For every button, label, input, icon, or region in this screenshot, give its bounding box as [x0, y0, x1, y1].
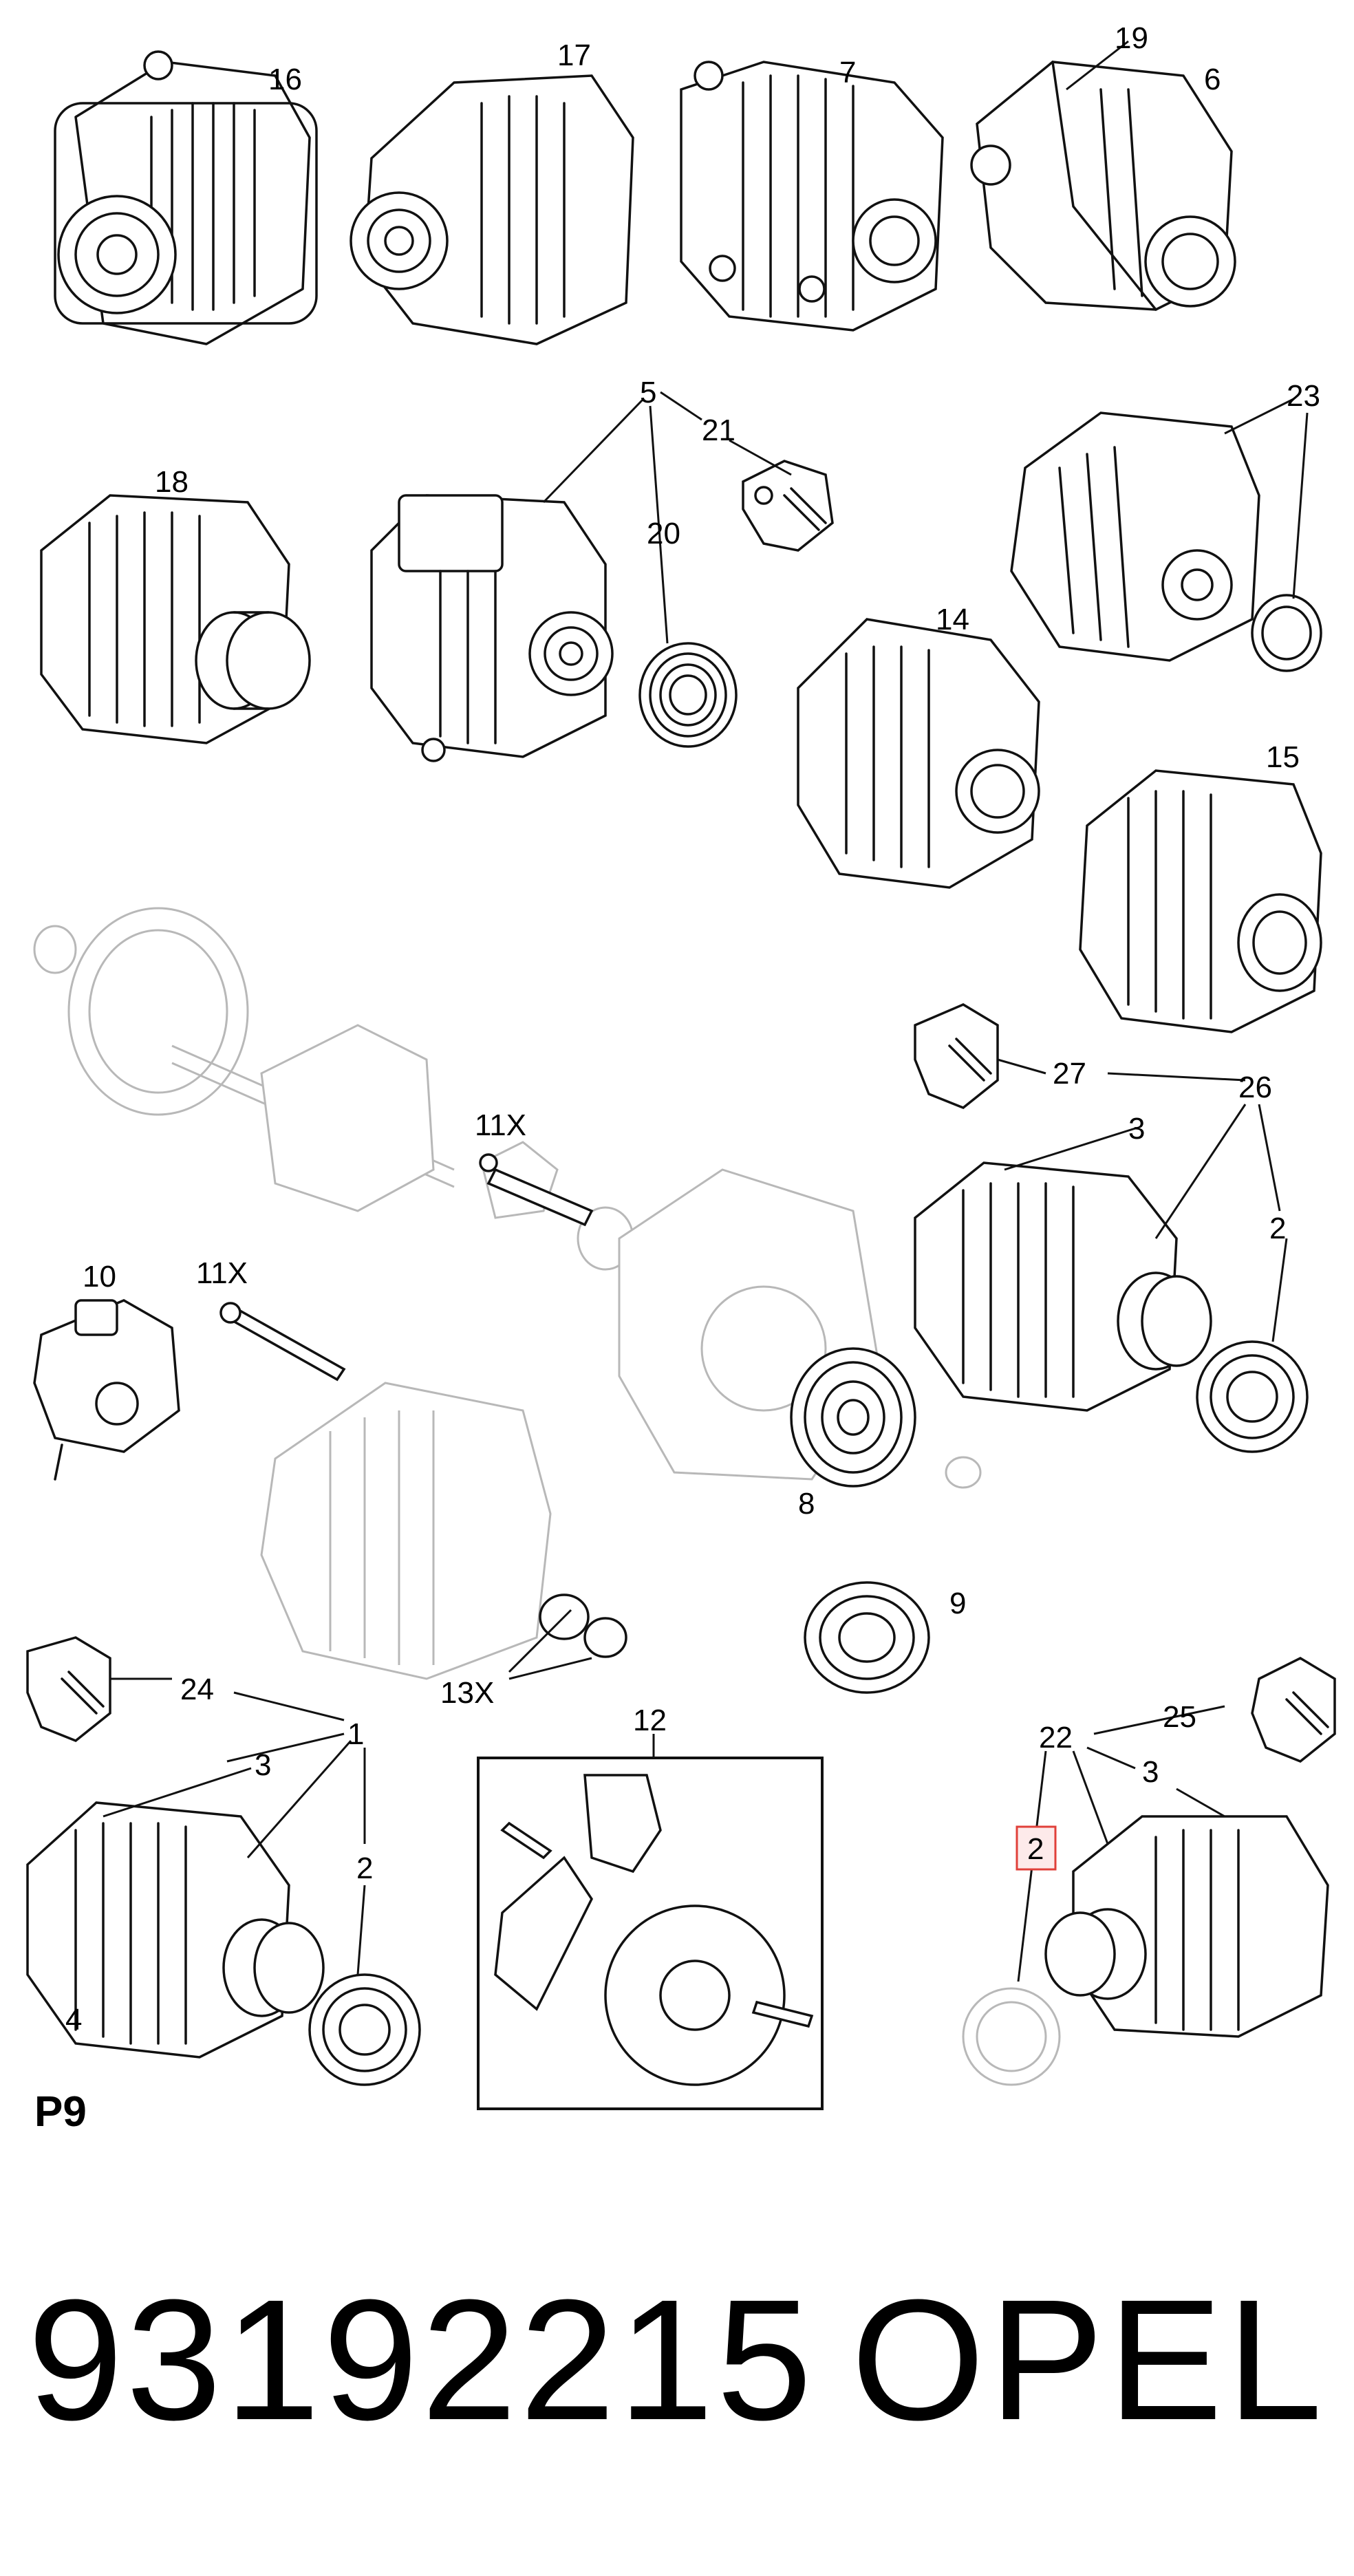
- callout-20: 20: [647, 517, 680, 550]
- callout-labels: 16 17 7 19 6 5 21 23 18 20 14 15 27 26 3…: [34, 21, 1320, 2136]
- pulley-2-upper: [1196, 1340, 1309, 1453]
- alternator-22: [1044, 1815, 1329, 2038]
- callout-2-upper: 2: [1269, 1212, 1286, 1245]
- callout-11x-upper: 11X: [475, 1108, 526, 1142]
- callout-22: 22: [1039, 1721, 1073, 1754]
- exploded-assembly-background: [33, 907, 982, 1680]
- highlight-box: [1016, 1825, 1057, 1871]
- callout-23: 23: [1287, 379, 1320, 413]
- callout-4: 4: [65, 2003, 82, 2037]
- regulator-25: [1251, 1657, 1336, 1763]
- pulley-2-lower-left: [308, 1973, 421, 2086]
- callout-13x: 13X: [440, 1676, 494, 1710]
- callout-25: 25: [1163, 1700, 1196, 1734]
- callout-6: 6: [1204, 63, 1221, 96]
- callout-12: 12: [633, 1704, 667, 1737]
- callout-10: 10: [83, 1260, 116, 1294]
- callout-7: 7: [839, 56, 856, 89]
- alternator-14: [797, 618, 1040, 889]
- callout-3-upper: 3: [1128, 1112, 1145, 1146]
- pulley-8: [790, 1347, 916, 1488]
- alternator-16: [54, 50, 318, 345]
- callout-18: 18: [155, 465, 189, 499]
- spacers-13x: [539, 1593, 627, 1658]
- callout-9: 9: [949, 1587, 966, 1620]
- callout-2-left: 2: [356, 1852, 373, 1885]
- alternator-7: [680, 61, 944, 332]
- alternator-26: [914, 1161, 1212, 1412]
- alternator-15: [1079, 769, 1322, 1033]
- callout-11x-lower: 11X: [196, 1256, 248, 1290]
- callout-26: 26: [1238, 1071, 1272, 1104]
- callout-21: 21: [702, 414, 735, 447]
- callout-15: 15: [1266, 740, 1300, 774]
- alternator-17: [350, 74, 634, 345]
- callout-27: 27: [1053, 1057, 1086, 1091]
- pulley-23: [1251, 594, 1322, 672]
- vacuum-pump-10: [33, 1299, 180, 1481]
- callout-24: 24: [180, 1673, 214, 1706]
- regulator-24: [26, 1636, 111, 1743]
- pulley-9: [804, 1581, 930, 1694]
- inset-12: [477, 1757, 824, 2110]
- callout-14: 14: [936, 603, 969, 636]
- alternator-23: [1010, 411, 1260, 662]
- leader-lines: [103, 40, 1309, 1982]
- regulator-21: [742, 460, 834, 552]
- pulley-2-lower-right: [962, 1987, 1061, 2086]
- callout-5: 5: [640, 376, 656, 409]
- callout-19: 19: [1115, 21, 1148, 55]
- pulley-20: [638, 642, 738, 748]
- callout-3-left: 3: [255, 1748, 271, 1782]
- callout-2-highlighted: 2: [1027, 1832, 1044, 1866]
- callout-3-right: 3: [1142, 1755, 1159, 1789]
- brand-name: OPEL: [851, 2264, 1326, 2456]
- part-number: 93192215: [28, 2264, 815, 2456]
- alternator-1: [26, 1801, 325, 2059]
- callout-1: 1: [347, 1717, 364, 1751]
- callout-8: 8: [798, 1487, 815, 1521]
- alternator-5: [370, 494, 614, 762]
- alternator-6: [970, 61, 1236, 311]
- bolt-11x: [219, 1153, 594, 1382]
- alternator-18: [40, 494, 311, 744]
- sheet-label: P9: [34, 2088, 87, 2136]
- callout-16: 16: [268, 63, 302, 96]
- regulator-27: [914, 1003, 999, 1110]
- callout-17: 17: [557, 39, 591, 72]
